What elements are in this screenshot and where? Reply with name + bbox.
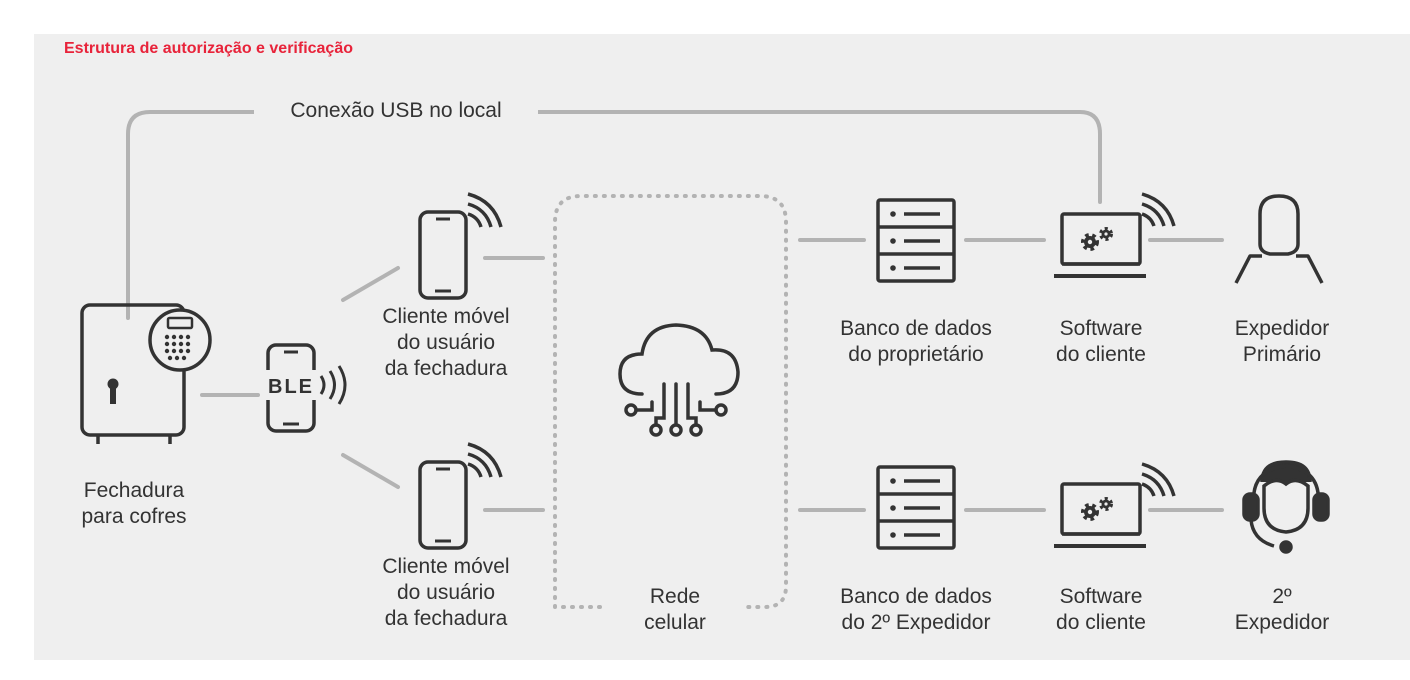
connectors [126, 110, 1224, 512]
cellular-network-label: Rede celular [620, 584, 730, 636]
database-server-top-icon [876, 198, 956, 283]
client-software-laptop-bottom-icon [1054, 462, 1176, 548]
connector-ble-mobile-bottom [341, 453, 400, 489]
usb-connection-label: Conexão USB no local [254, 98, 538, 124]
mobile-client-bottom-line1: Cliente móvel [382, 555, 510, 578]
client-software-top-line1: Software [1059, 317, 1143, 340]
mobile-client-top-line1: Cliente móvel [382, 305, 510, 328]
cloud-network-icon [618, 323, 740, 437]
ble-badge: BLE [268, 376, 314, 398]
diagram-panel [34, 34, 1410, 660]
mobile-client-top-line3: da fechadura [384, 357, 508, 380]
client-software-laptop-top-icon [1054, 192, 1176, 278]
client-software-top-label: Software do cliente [1036, 316, 1166, 368]
client-software-bottom-label: Software do cliente [1036, 584, 1166, 636]
client-software-bottom-line2: do cliente [1056, 611, 1146, 634]
connector-ble-mobile-top [341, 266, 400, 302]
owner-database-line2: do proprietário [848, 343, 984, 366]
usb-connection-line [126, 110, 1102, 320]
safe-lock-label-line1: Fechadura [83, 479, 185, 502]
primary-dispatcher-line2: Primário [1242, 343, 1322, 366]
primary-dispatcher-label: Expedidor Primário [1212, 316, 1352, 368]
safe-lock-icon [80, 303, 212, 444]
mobile-client-top-line2: do usuário [396, 331, 496, 354]
owner-database-label: Banco de dados do proprietário [816, 316, 1016, 368]
safe-lock-label: Fechadura para cofres [46, 478, 222, 530]
second-dispatcher-database-label: Banco de dados do 2º Expedidor [816, 584, 1016, 636]
mobile-client-bottom-line3: da fechadura [384, 607, 508, 630]
mobile-client-bottom-line2: do usuário [396, 581, 496, 604]
client-software-bottom-line1: Software [1059, 585, 1143, 608]
safe-lock-label-line2: para cofres [81, 505, 187, 528]
mobile-client-top-label: Cliente móvel do usuário da fechadura [358, 304, 534, 382]
mobile-client-bottom-label: Cliente móvel do usuário da fechadura [358, 554, 534, 632]
second-dispatcher-label: 2º Expedidor [1212, 584, 1352, 636]
second-dispatcher-database-line1: Banco de dados [840, 585, 992, 608]
second-dispatcher-line1: 2º [1272, 585, 1292, 608]
headset-operator-icon [1242, 460, 1330, 554]
diagram-title: Estrutura de autorização e verificação [64, 40, 353, 57]
cellular-network-frame [553, 194, 788, 609]
cellular-network-line2: celular [644, 611, 706, 634]
mobile-phone-bottom-icon [418, 442, 503, 550]
owner-database-line1: Banco de dados [840, 317, 992, 340]
second-dispatcher-database-line2: do 2º Expedidor [841, 611, 991, 634]
second-dispatcher-line2: Expedidor [1234, 611, 1330, 634]
person-icon [1234, 194, 1324, 284]
ble-phone-icon [262, 343, 347, 433]
database-server-bottom-icon [876, 465, 956, 550]
mobile-phone-top-icon [418, 192, 503, 300]
primary-dispatcher-line1: Expedidor [1234, 317, 1330, 340]
cellular-network-line1: Rede [649, 585, 701, 608]
client-software-top-line2: do cliente [1056, 343, 1146, 366]
